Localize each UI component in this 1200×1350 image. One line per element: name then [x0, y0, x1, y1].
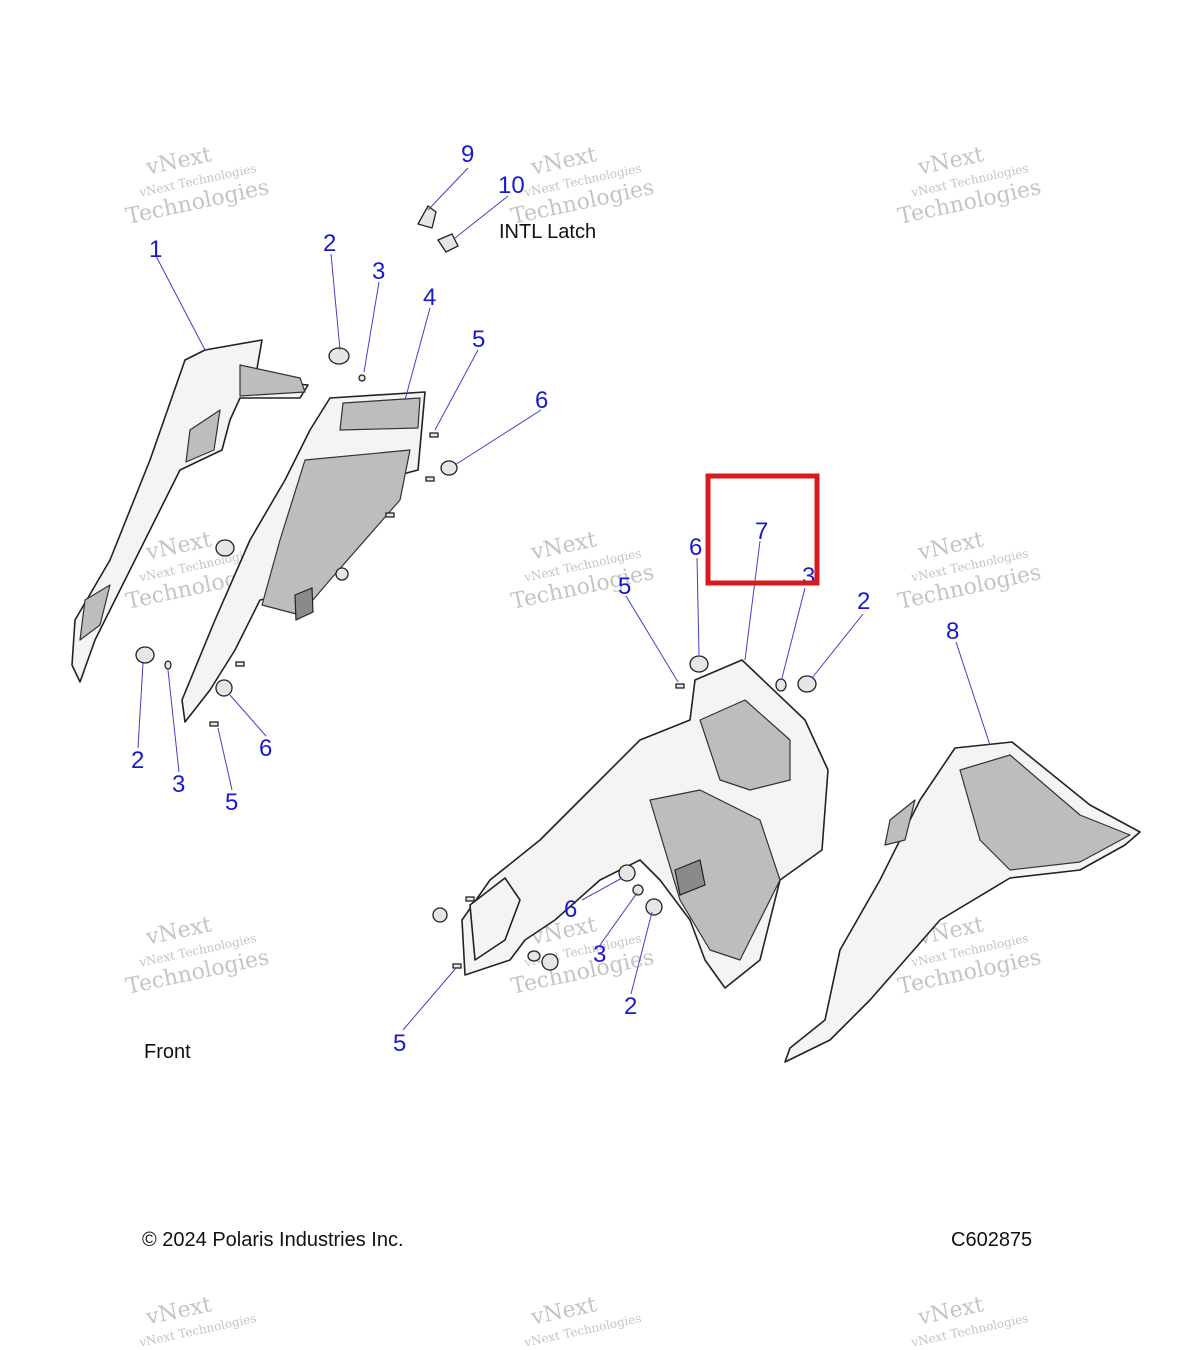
- hardware-left: [135, 347, 458, 727]
- part-4-inner-panel-left: [181, 391, 426, 723]
- callout-5: 5: [393, 1030, 406, 1057]
- hardware-center: [432, 655, 817, 971]
- callout-2: 2: [131, 747, 144, 774]
- callout-6: 6: [689, 534, 702, 561]
- callout-2: 2: [323, 230, 336, 257]
- leader-lines: [137, 167, 991, 1031]
- callout-5: 5: [472, 326, 485, 353]
- part-7-center-rear-panel: [461, 659, 829, 989]
- callout-7: 7: [755, 518, 768, 545]
- callout-6: 6: [259, 735, 272, 762]
- callouts: 1 2 3 4 5 6 9 10 2 3 5 6 7 5 6 3 2 8 6 3…: [131, 141, 959, 1057]
- callout-3: 3: [372, 258, 385, 285]
- callout-1: 1: [149, 236, 162, 263]
- figure-code: C602875: [951, 1229, 1032, 1251]
- front-label: Front: [144, 1041, 191, 1063]
- copyright-text: © 2024 Polaris Industries Inc.: [142, 1229, 404, 1251]
- watermark: vNext vNext Technologies: [522, 1292, 642, 1350]
- part-8-side-panel-right: [784, 741, 1141, 1063]
- highlight-box: [705, 473, 820, 586]
- watermark: vNext vNext Technologies: [909, 1292, 1029, 1350]
- intl-latch-label: INTL Latch: [499, 221, 596, 243]
- callout-5: 5: [225, 789, 238, 816]
- callout-2: 2: [857, 588, 870, 615]
- watermark-group: vNext vNext Technologies Technologies vN…: [124, 142, 1044, 1350]
- intl-latch-parts: [417, 205, 459, 253]
- watermark: vNext vNext Technologies Technologies: [509, 527, 657, 614]
- callout-3: 3: [172, 771, 185, 798]
- watermark: vNext vNext Technologies Technologies: [124, 912, 272, 999]
- part-1-side-panel-left: [71, 339, 309, 683]
- watermark: vNext vNext Technologies Technologies: [124, 142, 272, 229]
- watermark: vNext vNext Technologies Technologies: [896, 142, 1044, 229]
- callout-3: 3: [593, 941, 606, 968]
- callout-5: 5: [618, 573, 631, 600]
- callout-6: 6: [564, 896, 577, 923]
- callout-9: 9: [461, 141, 474, 168]
- callout-10: 10: [498, 172, 525, 199]
- callout-3: 3: [802, 563, 815, 590]
- callout-4: 4: [423, 284, 436, 311]
- callout-2: 2: [624, 993, 637, 1020]
- watermark: vNext vNext Technologies Technologies: [896, 527, 1044, 614]
- callout-8: 8: [946, 618, 959, 645]
- callout-6: 6: [535, 387, 548, 414]
- watermark: vNext vNext Technologies: [137, 1292, 257, 1350]
